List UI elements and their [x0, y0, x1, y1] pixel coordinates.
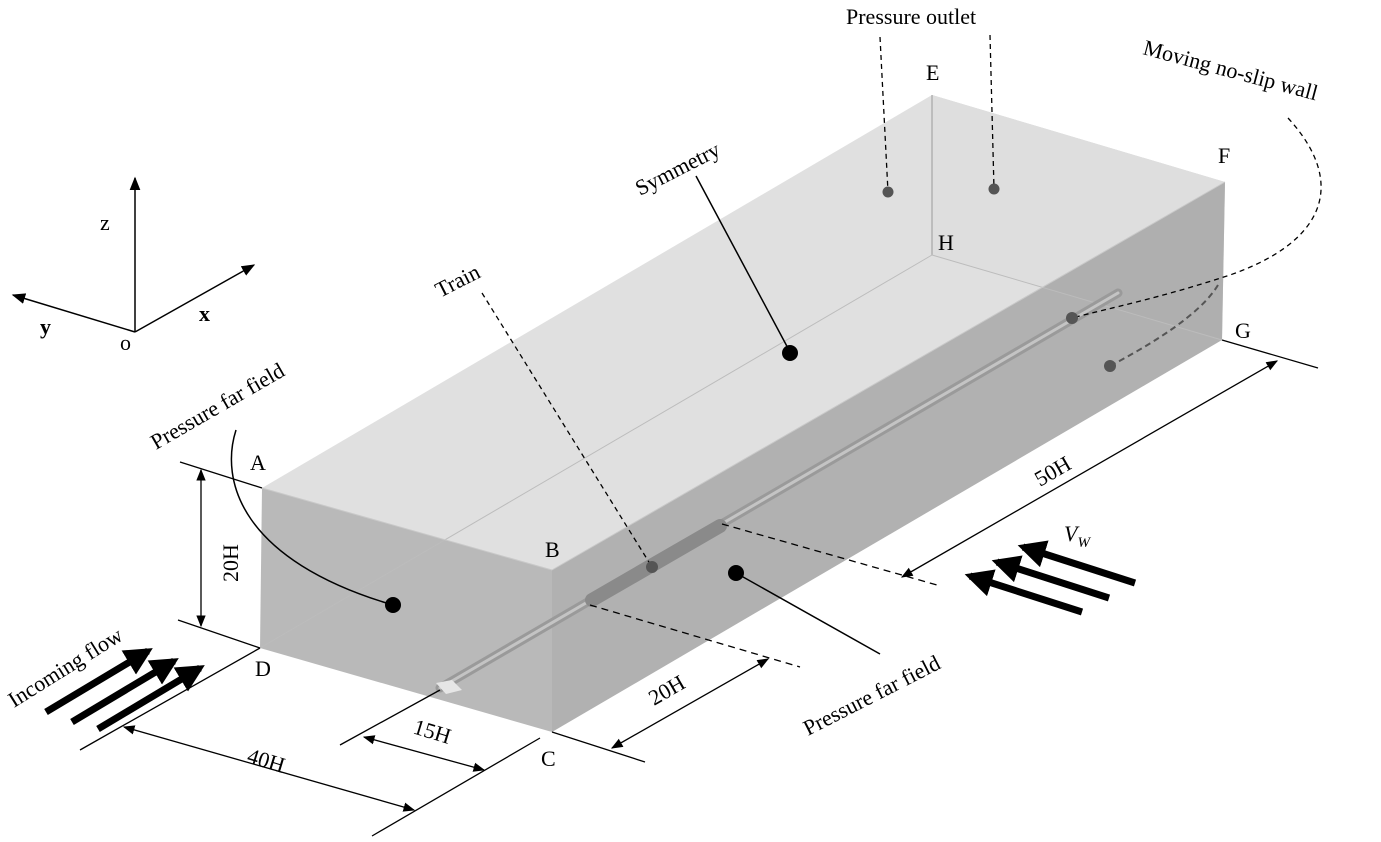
label-train: Train [431, 259, 484, 303]
point-D: D [255, 656, 271, 681]
point-B: B [545, 537, 560, 562]
point-E: E [926, 60, 939, 85]
dimension-lines [79, 339, 1319, 837]
label-far-field-left: Pressure far field [146, 358, 289, 455]
velocity-label: VW [1064, 521, 1091, 551]
wind-velocity-arrows [964, 540, 1137, 616]
marker-symmetry [782, 345, 798, 361]
label-symmetry: Symmetry [631, 137, 724, 201]
point-G: G [1235, 318, 1251, 343]
axis-z-label: z [100, 210, 110, 235]
dim-length-label: 50H [1030, 451, 1075, 492]
side-face [552, 182, 1225, 732]
dim-height-label: 20H [218, 544, 243, 582]
marker-farfield-right [728, 565, 744, 581]
velocity-symbol: V [1064, 521, 1080, 546]
label-far-field-right: Pressure far field [799, 650, 944, 741]
marker-outlet-1 [882, 186, 894, 198]
point-F: F [1218, 143, 1230, 168]
axis-y-label: y [40, 314, 51, 339]
label-pressure-outlet: Pressure outlet [846, 4, 976, 29]
marker-outlet-2 [988, 183, 1000, 195]
computational-domain [259, 95, 1226, 732]
inlet-face [260, 488, 552, 732]
dim-width-label: 20H [644, 670, 689, 711]
label-moving-wall: Moving no-slip wall [1141, 35, 1321, 106]
marker-wall-1 [1066, 312, 1078, 324]
top-face [262, 95, 1225, 570]
axis-origin-label: o [120, 330, 131, 355]
incoming-flow-arrows [44, 647, 205, 733]
point-A: A [250, 450, 266, 475]
marker-train [646, 561, 658, 573]
axis-x-label: x [199, 301, 210, 326]
dim-offset-label: 15H [411, 714, 455, 749]
leader-lines [230, 34, 1322, 668]
point-H: H [938, 230, 954, 255]
coordinate-axes [11, 176, 256, 333]
marker-wall-2 [1104, 360, 1116, 372]
dim-upstream-label: 40H [245, 743, 289, 778]
velocity-subscript: W [1077, 535, 1091, 551]
marker-farfield-left [385, 597, 401, 613]
point-C: C [541, 746, 556, 771]
